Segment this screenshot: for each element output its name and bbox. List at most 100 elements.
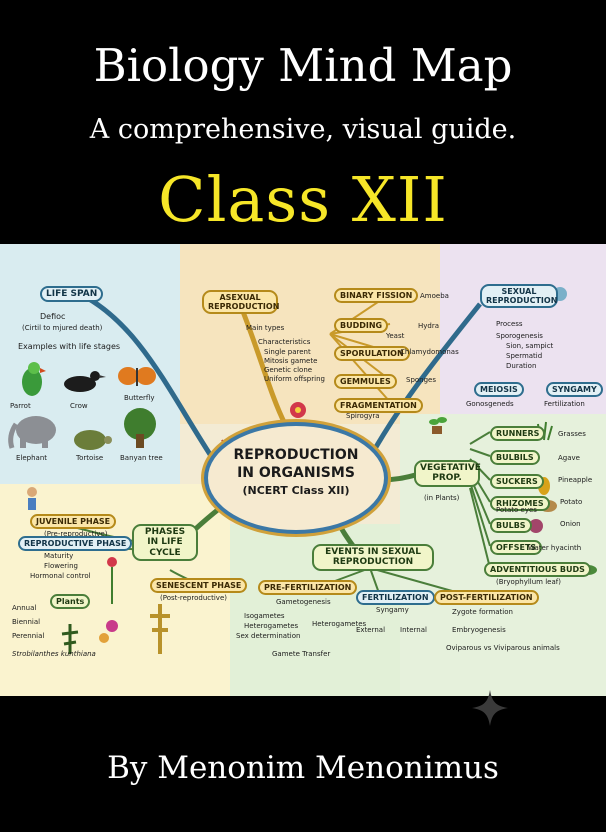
vegetative-example: (Bryophyllum leaf) <box>496 578 561 586</box>
central-topic: REPRODUCTION IN ORGANISMS (NCERT Class XI… <box>204 422 388 534</box>
plant-icon <box>61 624 79 654</box>
adventitious-buds-node: ADVENTITIOUS BUDS <box>484 562 591 578</box>
sexual-point: Sporogenesis <box>496 332 543 340</box>
animal-label: Parrot <box>10 402 31 410</box>
sparkle-icon <box>472 690 508 726</box>
elephant-icon <box>8 416 56 449</box>
animal-label: Crow <box>70 402 88 410</box>
post-item: Zygote formation <box>452 608 513 616</box>
events-node: EVENTS IN SEXUAL REPRODUCTION <box>312 544 434 571</box>
offsets-node: OFFSETS <box>490 540 543 556</box>
post-item: Embryogenesis <box>452 626 506 634</box>
asexual-point: Main types <box>246 324 285 332</box>
pre-item: Heterogametes <box>312 620 367 628</box>
asexual-node: ASEXUAL REPRODUCTION <box>202 290 279 315</box>
life-span-defn: Defioc <box>40 312 66 321</box>
animal-label: Elephant <box>16 454 48 462</box>
class-label: Class XII <box>158 163 448 236</box>
vegetative-example: Agave <box>558 454 580 462</box>
parrot-icon <box>22 362 46 396</box>
vegetative-example: Onion <box>560 520 581 528</box>
book-title: Biology Mind Map <box>93 39 513 92</box>
pre-item: Gamete Transfer <box>272 650 331 658</box>
rhizomes-node: RHIZOMES <box>490 496 550 512</box>
life-span-defn2: (Cirtil to mjured death) <box>22 324 103 332</box>
mind-map: REPRODUCTION IN ORGANISMS (NCERT Class XI… <box>0 244 606 696</box>
butterfly-icon <box>118 367 156 386</box>
life-span-node: LIFE SPAN <box>40 286 104 303</box>
vegetative-node: VEGETATIVE PROP. <box>414 460 481 487</box>
runners-node: RUNNERS <box>490 426 546 442</box>
vegetative-example: Pineapple <box>558 476 593 484</box>
mind-map-background <box>0 244 606 696</box>
fertilization-node: FERTILIZATION <box>356 590 435 606</box>
asexual-example: Chlamydomonas <box>400 348 459 356</box>
asexual-example: Sponges <box>406 376 437 384</box>
asexual-example: Spirogyra <box>346 412 380 420</box>
asexual-point: Genetic clone <box>264 366 313 374</box>
sporulation-node: SPORULATION <box>334 346 410 362</box>
post-item: Oviparous vs Viviparous animals <box>446 644 560 652</box>
asexual-example: Hydra <box>418 322 440 330</box>
plant-type: Strobilanthes kunthiana <box>12 650 96 658</box>
tortoise-icon <box>74 430 112 450</box>
sexual-point: Process <box>496 320 523 328</box>
flowering-plant-icon <box>107 557 117 604</box>
asexual-point: Mitosis gamete <box>264 357 318 365</box>
post-fertilization-node: POST-FERTILIZATION <box>434 590 539 606</box>
vegetative-example: Water hyacinth <box>528 544 582 552</box>
suckers-node: SUCKERS <box>490 474 544 490</box>
fert-item: External <box>356 626 386 634</box>
center-line1: REPRODUCTION <box>233 447 359 463</box>
wilted-plant-icon <box>150 604 170 654</box>
onion-icon <box>529 519 543 533</box>
pre-item: Gametogenesis <box>276 598 331 606</box>
sexual-sub-note: Gonosgeneds <box>466 400 514 408</box>
author-line: By Menonim Menonimus <box>107 750 499 786</box>
flower-icon <box>290 402 306 418</box>
crow-icon <box>64 371 106 392</box>
center-line3: (NCERT Class XII) <box>242 484 350 497</box>
asexual-point: Characteristics <box>258 338 311 346</box>
animal-label: Butterfly <box>124 394 155 402</box>
animal-label: Banyan tree <box>120 454 163 462</box>
binary-fission-node: BINARY FISSION <box>334 288 419 304</box>
asexual-point: Single parent <box>264 348 311 356</box>
vegetative-example: Potato eyes <box>496 506 537 514</box>
banyan-tree-icon <box>124 408 156 448</box>
syngamy-node: SYNGAMY <box>546 382 603 398</box>
reproductive-note: Flowering <box>44 562 78 570</box>
asexual-example: Yeast <box>386 332 405 340</box>
reproductive-note: Hormonal control <box>30 572 91 580</box>
book-subtitle: A comprehensive, visual guide. <box>89 114 517 145</box>
bulbs-node: BULBS <box>490 518 532 534</box>
fragmentation-node: FRAGMENTATION <box>334 398 423 414</box>
seedling-icon <box>429 417 447 434</box>
vegetative-example: Potato <box>560 498 583 506</box>
fert-item: Internal <box>400 626 427 634</box>
juvenile-note: (Pre-reproductive) <box>44 530 108 538</box>
pre-item: Isogametes <box>244 612 285 620</box>
pre-item: Sex determination <box>236 632 301 640</box>
asexual-point: Uniform offspring <box>264 375 325 383</box>
sexual-node: SEXUAL REPRODUCTION <box>480 284 558 309</box>
sexual-point: Sion, sampict <box>506 342 554 350</box>
sexual-sub-note: Fertilization <box>544 400 585 408</box>
gemmules-node: GEMMULES <box>334 374 397 390</box>
bulbils-node: BULBILS <box>490 450 540 466</box>
fert-item: Syngamy <box>376 606 409 614</box>
phases-node: PHASES IN LIFE CYCLE <box>132 524 198 562</box>
boy-icon <box>27 487 37 510</box>
vegetative-note: (in Plants) <box>424 494 460 502</box>
senescent-note: (Post-reproductive) <box>160 594 227 602</box>
sexual-point: Spermatid <box>506 352 543 360</box>
plant-type: Annual <box>12 604 37 612</box>
center-line2: IN ORGANISMS <box>237 465 355 481</box>
pre-fertilization-node: PRE-FERTILIZATION <box>258 580 358 596</box>
reproductive-phase-node: REPRODUCTIVE PHASE <box>18 536 133 552</box>
pre-item: Heterogametes <box>244 622 299 630</box>
asexual-example: Amoeba <box>420 292 449 300</box>
reproductive-note: Maturity <box>44 552 74 560</box>
vegetative-example: Grasses <box>558 430 586 438</box>
senescent-phase-node: SENESCENT PHASE <box>150 578 248 594</box>
